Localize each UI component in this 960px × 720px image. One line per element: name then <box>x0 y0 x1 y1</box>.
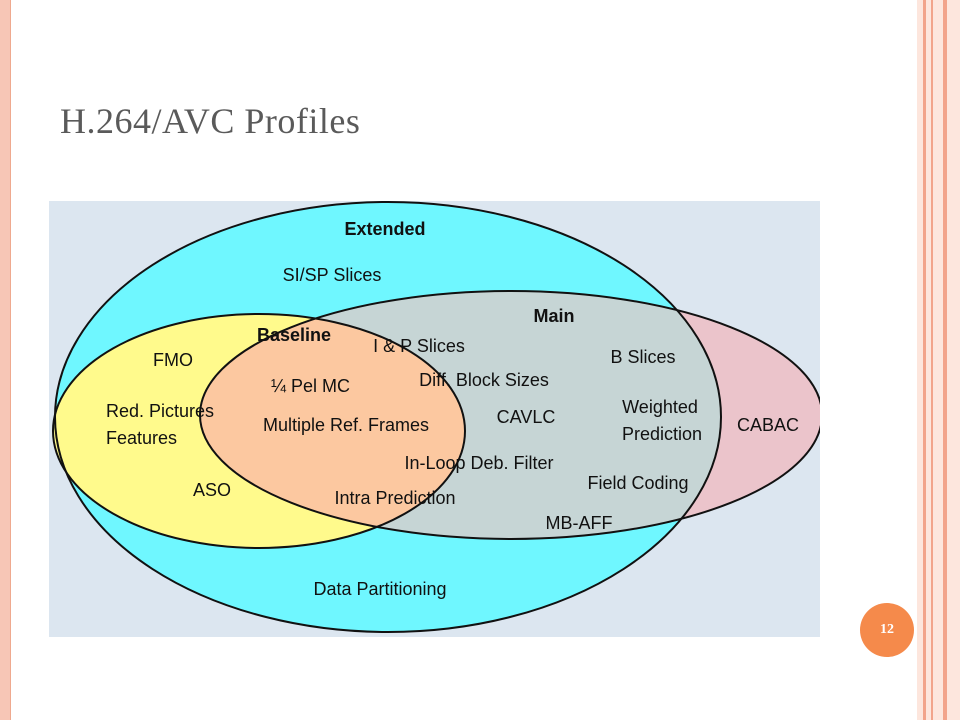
main-outline <box>199 290 820 540</box>
feature-features: Features <box>106 428 177 448</box>
right-decorative-band <box>917 0 960 720</box>
main-label: Main <box>533 306 574 326</box>
feature-prediction: Prediction <box>622 424 702 444</box>
feature-cavlc: CAVLC <box>497 407 556 427</box>
feature-mb-aff: MB-AFF <box>546 513 613 533</box>
left-border <box>0 0 11 720</box>
extended-label: Extended <box>344 219 425 239</box>
feature-quarter-pel-mc: ¼ Pel MC <box>271 376 350 396</box>
feature-fmo: FMO <box>153 350 193 370</box>
feature-si-sp-slices: SI/SP Slices <box>283 265 382 285</box>
feature-red-pictures: Red. Pictures <box>106 401 214 421</box>
feature-b-slices: B Slices <box>610 347 675 367</box>
feature-intra-prediction: Intra Prediction <box>334 488 455 508</box>
feature-ip-slices: I & P Slices <box>373 336 465 356</box>
page-number-badge: 12 <box>860 603 914 657</box>
feature-data-partitioning: Data Partitioning <box>313 579 446 599</box>
baseline-outline <box>52 313 466 549</box>
feature-multiple-ref-frames: Multiple Ref. Frames <box>263 415 429 435</box>
baseline-label: Baseline <box>257 325 331 345</box>
feature-field-coding: Field Coding <box>587 473 688 493</box>
feature-diff-block-sizes: Diff. Block Sizes <box>419 370 549 390</box>
right-stripe <box>931 0 933 720</box>
profiles-venn-diagram: Extended Main Baseline SI/SP Slices FMO … <box>49 201 820 637</box>
feature-aso: ASO <box>193 480 231 500</box>
right-stripe <box>923 0 926 720</box>
common-core-region <box>200 314 465 539</box>
feature-in-loop-deb-filter: In-Loop Deb. Filter <box>404 453 553 473</box>
feature-weighted: Weighted <box>622 397 698 417</box>
right-stripe <box>943 0 947 720</box>
slide-title: H.264/AVC Profiles <box>60 101 361 141</box>
feature-cabac: CABAC <box>737 415 799 435</box>
